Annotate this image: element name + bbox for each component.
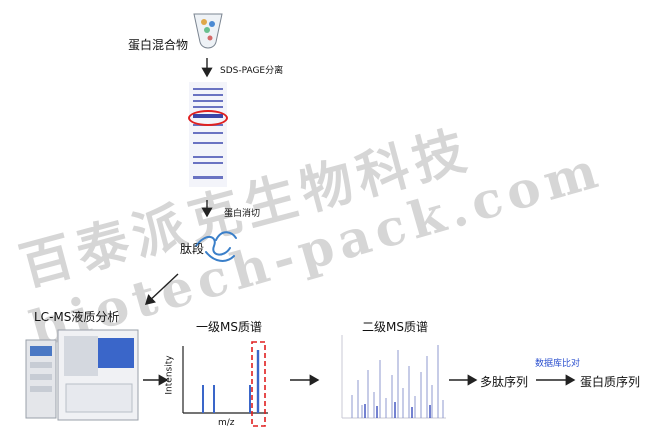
label-lcms: LC-MS液质分析 [34,310,120,324]
lcms-instrument-icon [25,329,139,421]
label-sds-page: SDS-PAGE分离 [220,66,284,76]
label-protein-mix: 蛋白混合物 [128,38,189,52]
label-ms2: 二级MS质谱 [362,320,428,334]
label-mz: m/z [218,418,235,428]
gel-strip-icon [188,82,228,187]
label-intensity: Intensity [164,355,175,395]
ms2-spectrum-icon [341,335,446,419]
label-ms1: 一级MS质谱 [196,320,262,334]
test-tube-icon [192,12,224,50]
label-protein-seq: 蛋白质序列 [580,375,641,389]
gel-highlight [188,110,228,126]
label-peptide-seq: 多肽序列 [480,375,529,389]
peptide-squiggle-icon [195,231,237,262]
ms1-spectrum-icon [182,341,268,427]
label-db-compare: 数据库比对 [535,359,581,369]
label-peptides: 肽段 [180,242,205,256]
arrow-peptides-to-lcms [144,273,179,305]
label-digestion: 蛋白消切 [224,209,261,219]
